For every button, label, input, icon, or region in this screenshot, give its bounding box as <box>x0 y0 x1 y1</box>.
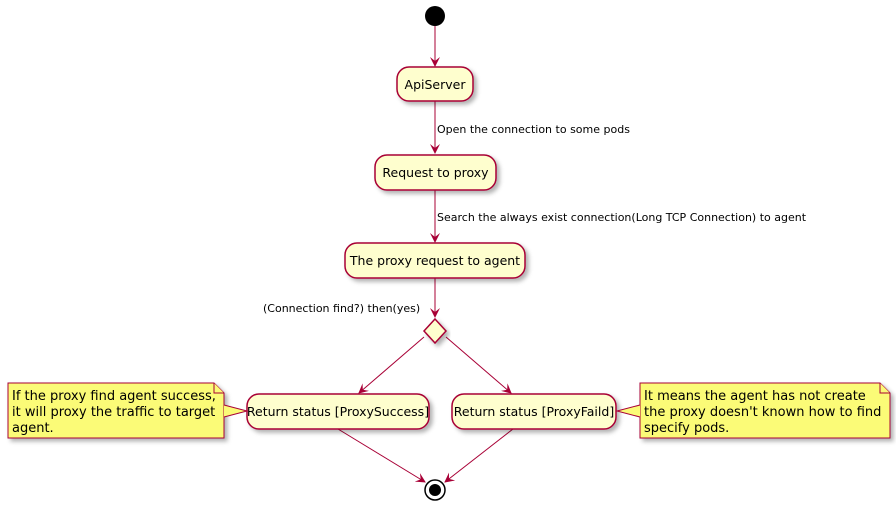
activity-apiserver-label: ApiServer <box>405 77 467 92</box>
note-right: It means the agent has not create the pr… <box>615 382 891 439</box>
edges <box>337 26 514 483</box>
edge-decision-to-success <box>358 336 425 394</box>
note-left-line-2: it will proxy the traffic to target <box>12 405 215 420</box>
end-node <box>424 479 446 501</box>
activity-proxy-request-to-agent: The proxy request to agent <box>344 242 526 279</box>
note-right-line-3: specify pods. <box>644 421 729 436</box>
decision-condition-label: (Connection find?) then(yes) <box>263 302 420 315</box>
start-node <box>425 6 445 26</box>
edge-label-search-connection: Search the always exist connection(Long … <box>437 211 807 224</box>
note-right-line-2: the proxy doesn't known how to find <box>644 405 881 420</box>
edge-decision-to-faild <box>445 336 512 394</box>
activity-proxy-request-to-agent-label: The proxy request to agent <box>349 253 520 268</box>
activity-return-success: Return status [ProxySuccess] <box>246 393 430 430</box>
edge-faild-to-end <box>444 428 514 483</box>
note-left-line-1: If the proxy find agent success, <box>12 389 216 404</box>
note-left: If the proxy find agent success, it will… <box>7 382 249 439</box>
note-right-line-1: It means the agent has not create <box>644 389 866 404</box>
edge-success-to-end <box>337 428 426 483</box>
activity-return-faild: Return status [ProxyFaild] <box>451 393 617 430</box>
activity-request-to-proxy: Request to proxy <box>374 154 497 191</box>
edge-label-open-connection: Open the connection to some pods <box>437 123 630 136</box>
activity-return-success-label: Return status [ProxySuccess] <box>247 404 429 419</box>
activity-apiserver: ApiServer <box>396 66 474 102</box>
activity-request-to-proxy-label: Request to proxy <box>382 165 489 180</box>
activity-return-faild-label: Return status [ProxyFaild] <box>454 404 614 419</box>
note-left-line-3: agent. <box>12 421 54 436</box>
decision-diamond <box>422 317 448 345</box>
